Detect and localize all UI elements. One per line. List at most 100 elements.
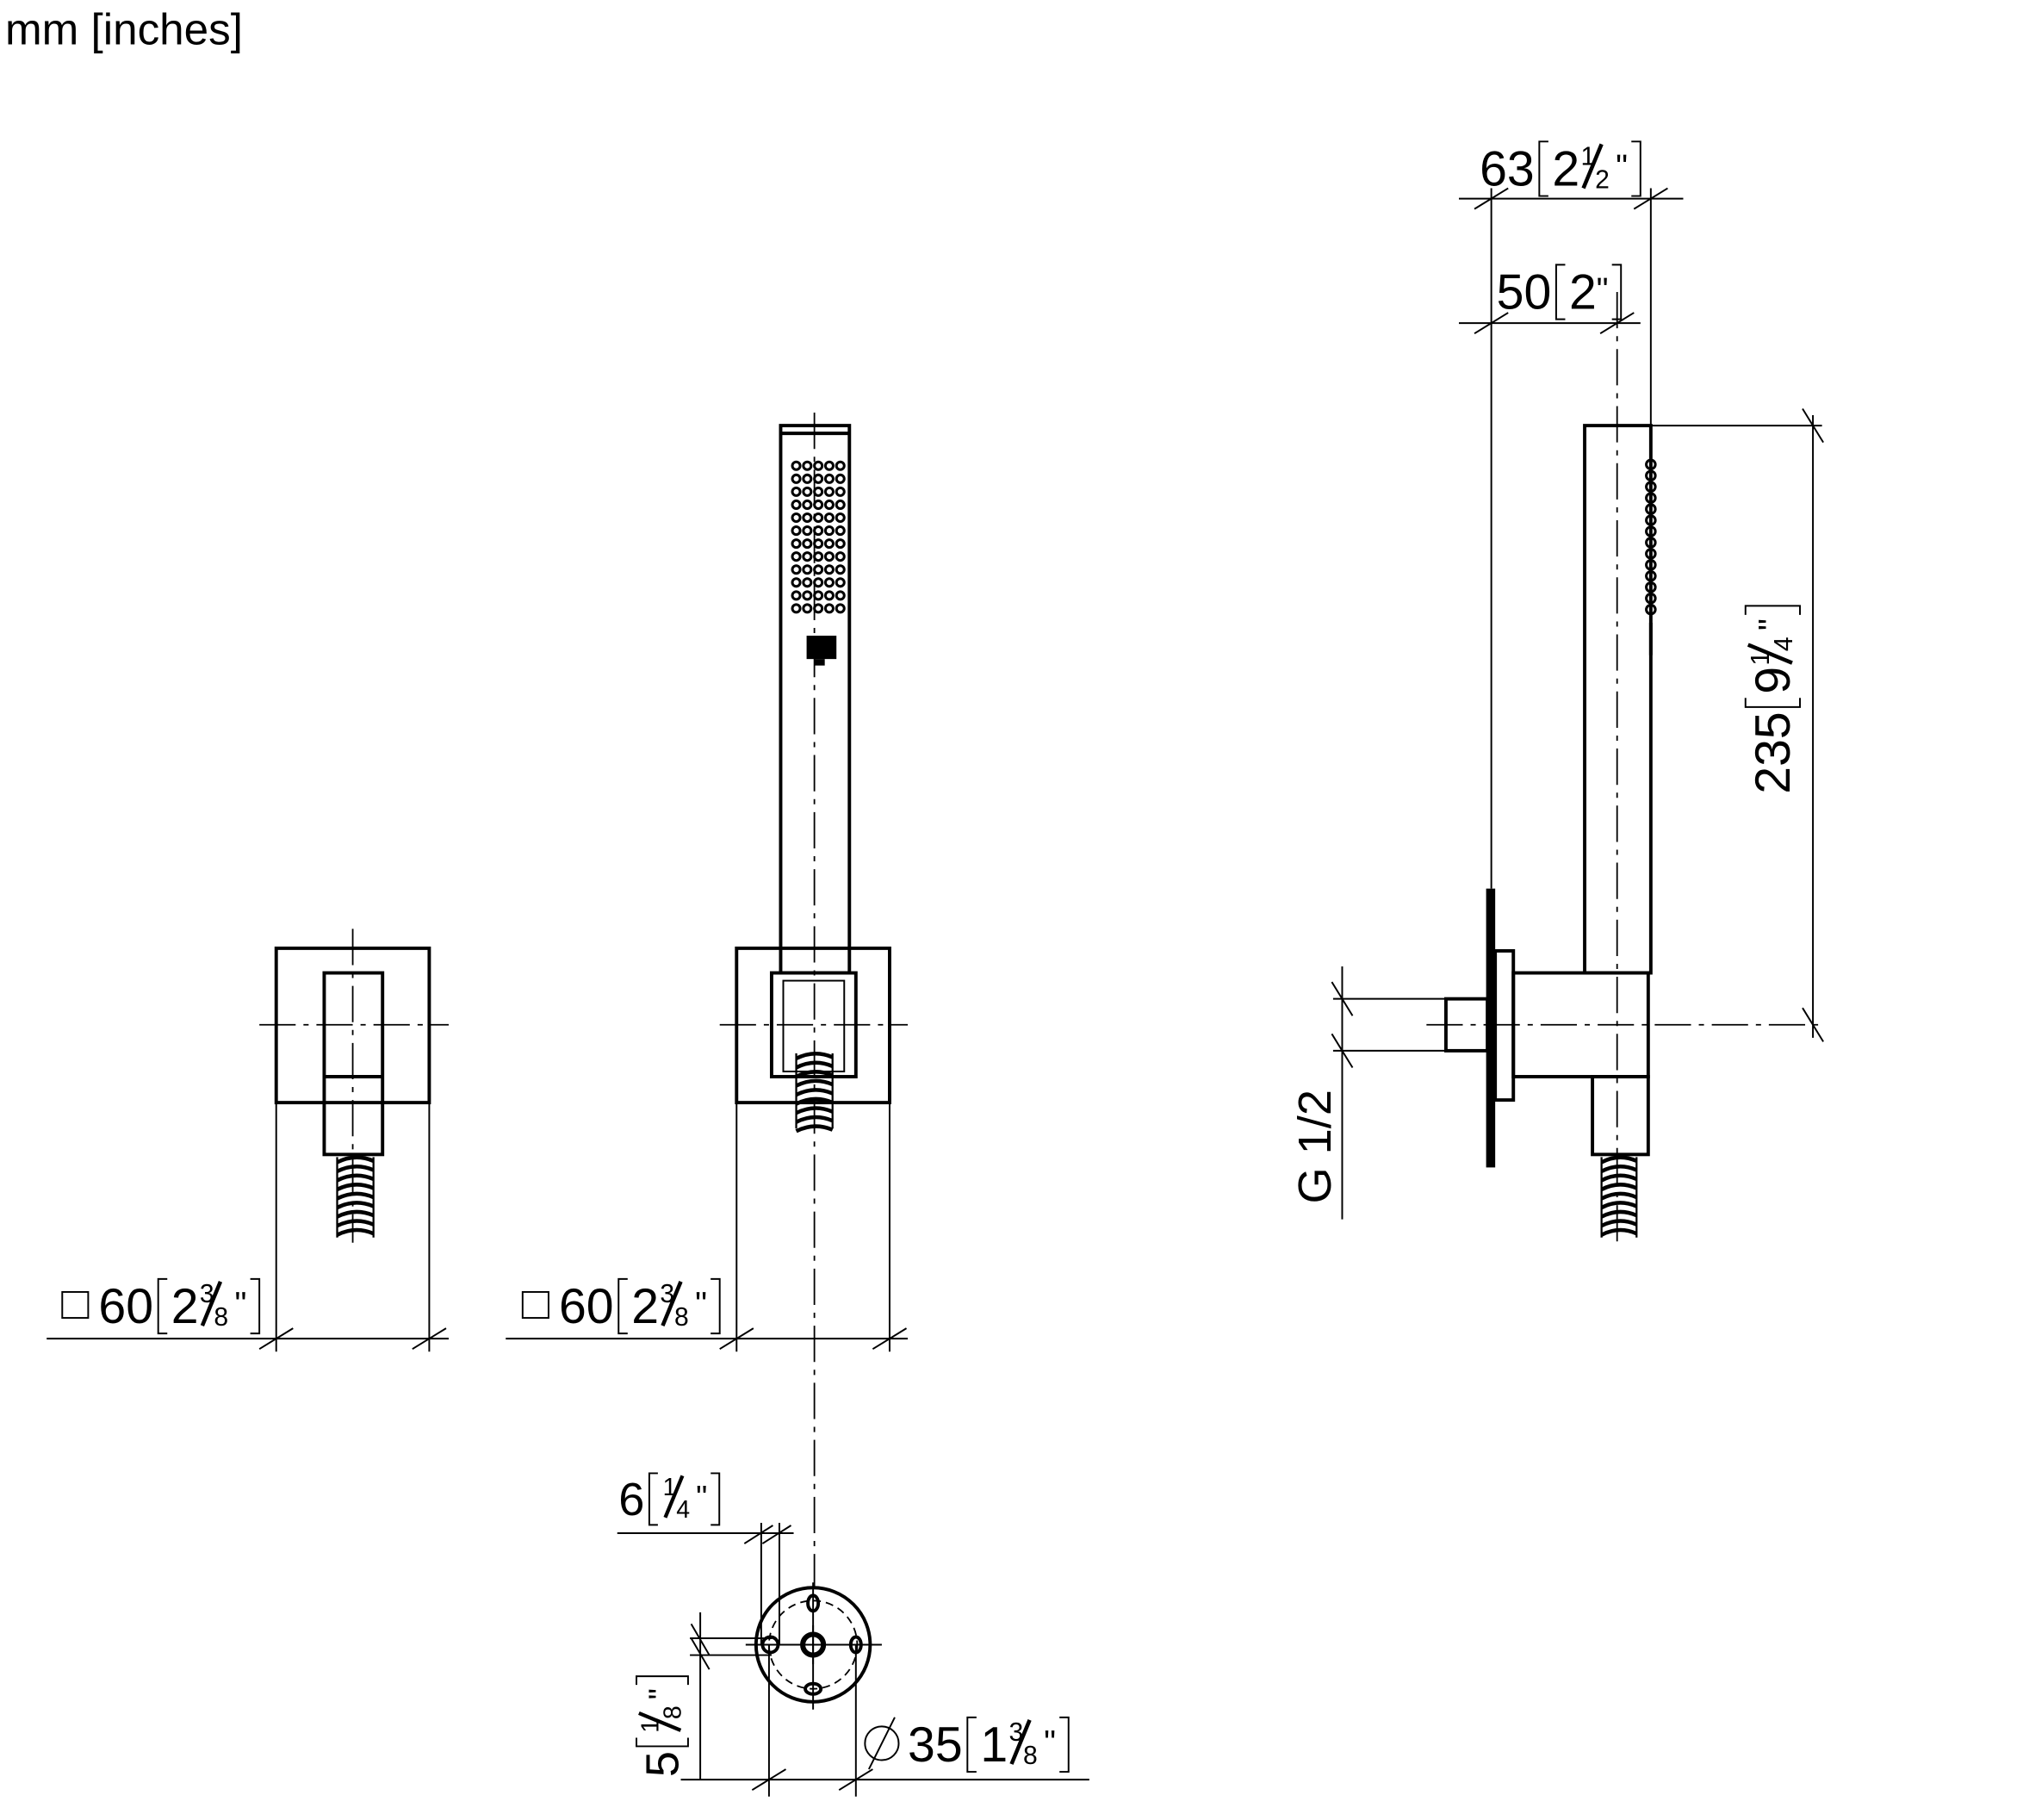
nozzle [791, 512, 802, 524]
nozzle [1645, 559, 1657, 571]
nozzle [1645, 525, 1657, 537]
dimension-inch-denominator: 8 [1023, 1742, 1038, 1770]
dimension-inch-whole: 2 [1552, 142, 1579, 197]
dimension-mm: 60 [98, 1279, 153, 1334]
nozzle [813, 460, 824, 471]
nozzle [791, 473, 802, 484]
nozzle [835, 603, 846, 614]
nozzle [802, 486, 813, 497]
nozzle [813, 538, 824, 550]
nozzle [802, 564, 813, 575]
dimension-inch-whole: 9 [1746, 667, 1801, 694]
nozzle [823, 473, 835, 484]
nozzle [835, 564, 846, 575]
dimension-projection_axis: 50 2" [1497, 264, 1623, 320]
nozzle [791, 577, 802, 588]
dimension-inch-whole: 1 [980, 1718, 1008, 1773]
nozzle [791, 538, 802, 550]
nozzle [802, 538, 813, 550]
dimension-inch-whole: 2 [631, 1279, 659, 1334]
nozzle [835, 525, 846, 537]
nozzle [813, 486, 824, 497]
nozzle [1645, 469, 1657, 481]
inch-mark: " [642, 1688, 678, 1699]
inch-mark: " [1044, 1724, 1056, 1761]
rosette-top-view [617, 1522, 1089, 1797]
nozzle [823, 564, 835, 575]
nozzle [823, 538, 835, 550]
nozzle [802, 577, 813, 588]
nozzle [1645, 537, 1657, 549]
inch-mark: " [695, 1286, 707, 1323]
inch-mark: " [1597, 272, 1609, 309]
nozzle [791, 551, 802, 562]
nozzle [835, 512, 846, 524]
nozzle [813, 473, 824, 484]
inch-mark: " [696, 1478, 707, 1514]
nozzle [823, 460, 835, 471]
side-view: G 1/2 [1289, 187, 1824, 1245]
nozzle [835, 551, 846, 562]
thread-label: G 1/2 [1289, 1090, 1341, 1204]
nozzle [802, 590, 813, 601]
diameter-icon [864, 1725, 900, 1761]
nozzle [791, 603, 802, 614]
nozzle [835, 538, 846, 550]
nozzle [1645, 481, 1657, 493]
dimension-mm: 6 [618, 1474, 644, 1525]
dimension-inch-whole: 2 [171, 1279, 199, 1334]
nozzle [813, 590, 824, 601]
nozzle [813, 512, 824, 524]
nozzle [1645, 458, 1657, 471]
nozzle [791, 499, 802, 510]
nozzle [823, 486, 835, 497]
nozzle [813, 564, 824, 575]
nozzle [1645, 514, 1657, 526]
dimension-inch-whole: 2 [1569, 265, 1597, 320]
dimension-mm: 63 [1480, 142, 1535, 197]
button-icon [806, 636, 837, 660]
nozzle [813, 499, 824, 510]
nozzle [791, 590, 802, 601]
nozzle [813, 603, 824, 614]
nozzle [802, 499, 813, 510]
nozzle [823, 512, 835, 524]
inch-mark: " [1753, 618, 1790, 630]
hose-icon [336, 1155, 375, 1238]
nozzle [802, 551, 813, 562]
nozzle [802, 525, 813, 537]
dimension-mm: 5 [637, 1751, 689, 1777]
nozzle [1645, 503, 1657, 515]
dimension-mm: 50 [1497, 265, 1552, 320]
spray-nozzles-side [1645, 458, 1657, 616]
nozzle [791, 564, 802, 575]
square-icon [61, 1290, 90, 1320]
dimension-inch-denominator: 8 [214, 1303, 228, 1332]
nozzle [835, 460, 846, 471]
nozzle [835, 590, 846, 601]
nozzle [835, 473, 846, 484]
nozzle [823, 551, 835, 562]
nozzle [823, 590, 835, 601]
dimension-mm: 60 [559, 1279, 614, 1334]
nozzle [802, 512, 813, 524]
dimension-inch-denominator: 4 [1770, 637, 1798, 651]
nozzle [813, 525, 824, 537]
square-icon [521, 1290, 549, 1320]
hand-shower-front-view [506, 413, 909, 1589]
nozzle [1645, 581, 1657, 593]
dimension-inch-denominator: 8 [674, 1303, 689, 1332]
spray-nozzles [791, 460, 846, 614]
hose-icon [1600, 1155, 1638, 1238]
nozzle [791, 460, 802, 471]
wall-outlet-front-view [47, 929, 449, 1352]
dimension-mm: 35 [908, 1718, 963, 1773]
nozzle [802, 603, 813, 614]
inch-mark: " [1616, 148, 1628, 185]
dimension-mm: 235 [1746, 711, 1801, 793]
